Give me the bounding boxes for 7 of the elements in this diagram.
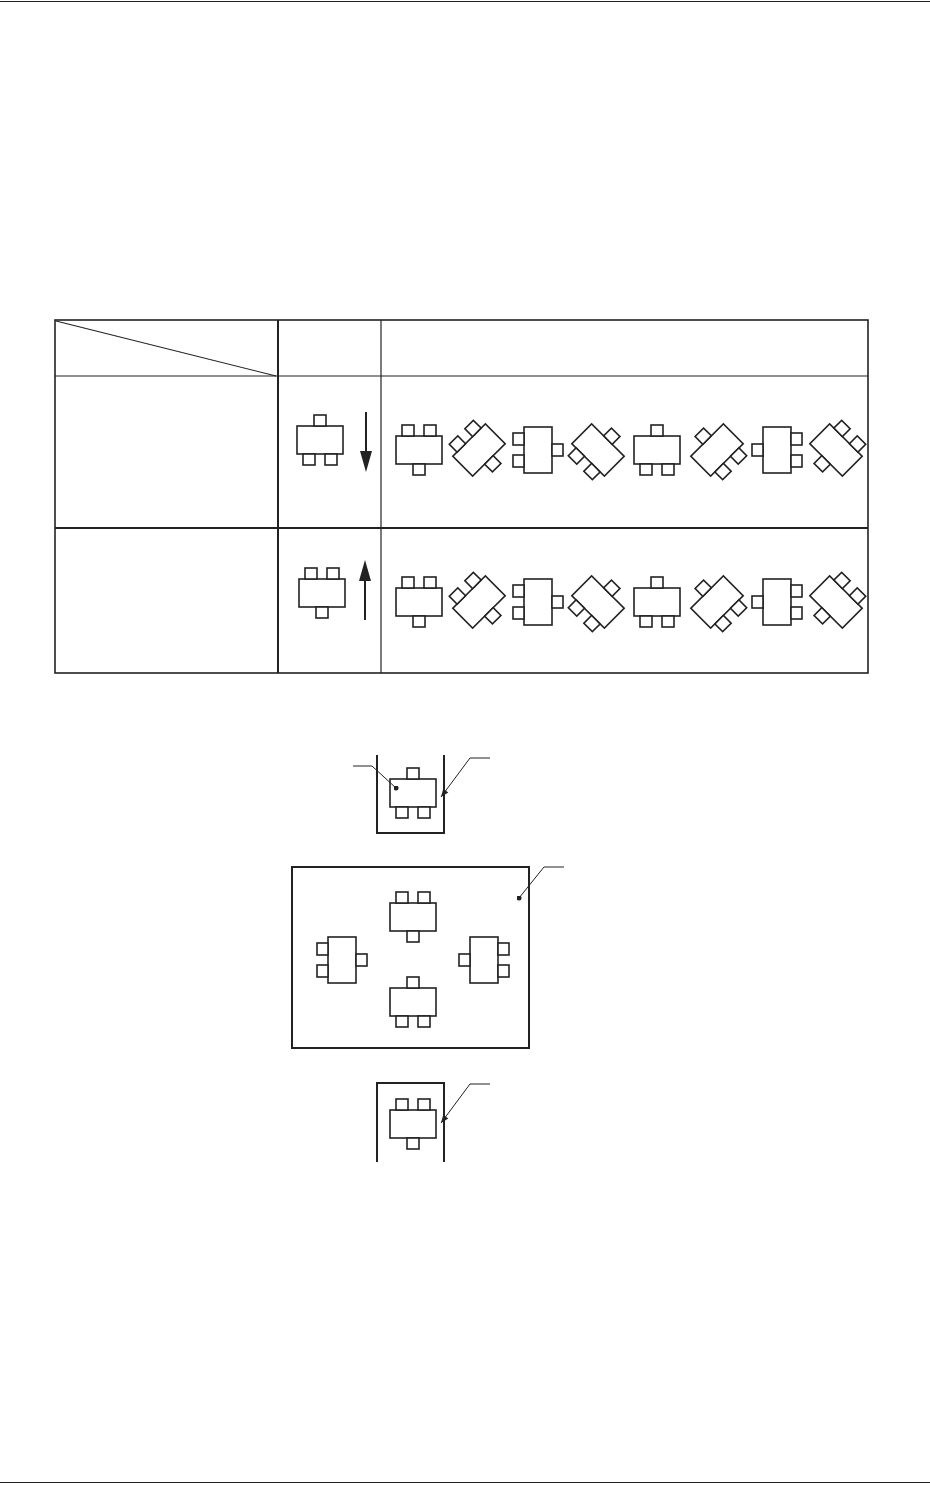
tape-pocket [376, 755, 445, 834]
leader-line [516, 866, 565, 901]
leader-line [352, 765, 399, 791]
leader-line [440, 757, 491, 798]
leader-line [440, 1083, 491, 1124]
tray [291, 866, 530, 1049]
tape-pocket [376, 1082, 445, 1162]
